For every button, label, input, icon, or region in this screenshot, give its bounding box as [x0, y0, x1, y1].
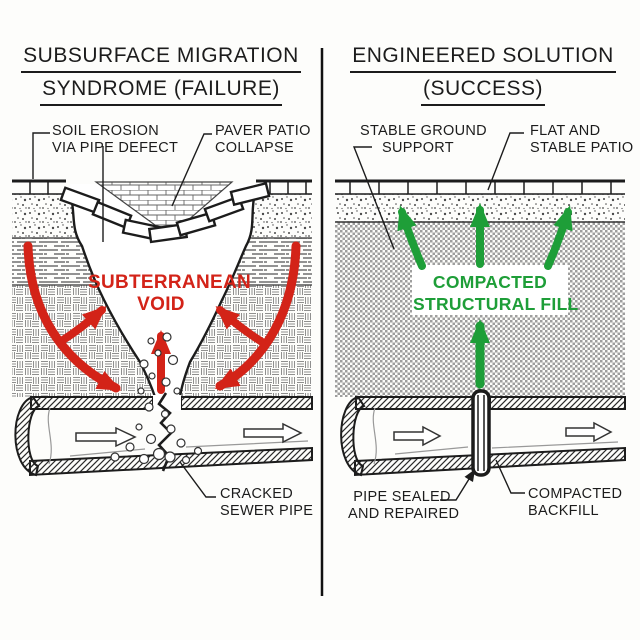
left-panel-title: SUBSURFACE MIGRATION SYNDROME (FAILURE) — [18, 40, 304, 106]
flow-arrow — [75, 426, 137, 448]
right-surface-pavers — [335, 179, 625, 195]
repair-band — [471, 389, 491, 477]
left-title-line1: SUBSURFACE MIGRATION — [21, 40, 301, 73]
pipe-end-cap — [340, 395, 366, 477]
flow-arrow — [393, 425, 442, 447]
right-title-line1: ENGINEERED SOLUTION — [350, 40, 616, 73]
pipe-end-cap — [14, 395, 41, 477]
label-stable-ground: STABLE GROUND SUPPORT — [360, 123, 487, 156]
right-leader-lines — [352, 132, 525, 501]
label-paver-collapse: PAVER PATIO COLLAPSE — [215, 123, 311, 156]
support-arrows — [397, 203, 573, 395]
left-surface-pavers — [12, 179, 312, 244]
right-title-line2: (SUCCESS) — [420, 73, 545, 106]
left-leader-lines — [32, 132, 216, 498]
right-pipe — [340, 389, 626, 477]
label-soil-erosion: SOIL EROSION VIA PIPE DEFECT — [52, 123, 179, 156]
left-title-line2: SYNDROME (FAILURE) — [40, 73, 282, 106]
collapsing-brick-wedge — [94, 181, 234, 237]
label-flat-patio: FLAT AND STABLE PATIO — [530, 123, 634, 156]
debris-particles — [110, 332, 203, 465]
label-cracked-pipe: CRACKED SEWER PIPE — [220, 486, 314, 519]
right-diagram — [335, 132, 626, 501]
flow-arrow — [243, 422, 303, 444]
flow-arrow — [565, 421, 613, 443]
soil-migration-arrows — [23, 241, 301, 394]
subterranean-void-shape — [68, 184, 257, 398]
label-structural-fill: COMPACTED STRUCTURAL FILL — [413, 272, 579, 314]
label-subterranean-void: SUBTERRANEAN VOID — [88, 272, 251, 315]
left-diagram — [12, 132, 313, 498]
left-pipe — [14, 392, 313, 477]
label-pipe-sealed: PIPE SEALED AND REPAIRED — [348, 489, 460, 522]
right-panel-title: ENGINEERED SOLUTION (SUCCESS) — [340, 40, 626, 106]
fill-label-box — [412, 265, 568, 315]
fallen-pavers — [59, 181, 271, 244]
label-backfill: COMPACTED BACKFILL — [528, 486, 623, 519]
